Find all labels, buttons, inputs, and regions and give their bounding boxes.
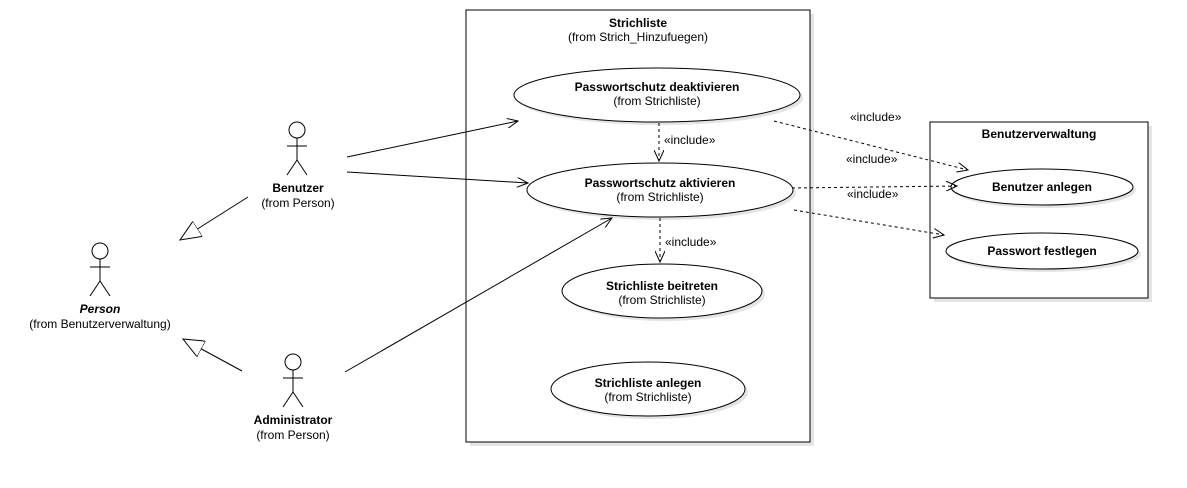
actor-administrator: Administrator (from Person)	[254, 353, 333, 442]
usecase-beitreten-name: Strichliste beitreten	[606, 279, 718, 293]
actor-person-name: Person	[80, 302, 121, 316]
usecase-deaktivieren-name: Passwortschutz deaktivieren	[575, 80, 740, 94]
usecase-passwortschutz-aktivieren: Passwortschutz aktivieren (from Strichli…	[526, 162, 796, 220]
actor-person-source: (from Benutzerverwaltung)	[29, 317, 170, 331]
actor-person: Person (from Benutzerverwaltung)	[29, 242, 171, 331]
strichliste-boundary-source: (from Strich_Hinzufuegen)	[568, 30, 708, 44]
usecase-anlegen-source: (from Strichliste)	[604, 390, 691, 404]
generalization-administrator-person	[183, 339, 243, 372]
include-label-deakt-benutzer: «include»	[850, 110, 902, 124]
usecase-anlegen-name: Strichliste anlegen	[595, 376, 702, 390]
actor-administrator-source: (from Person)	[256, 428, 329, 442]
actor-benutzer: Benutzer (from Person)	[261, 121, 335, 210]
include-label-aktiv-beitreten: «include»	[665, 235, 717, 249]
usecase-passwortschutz-deaktivieren: Passwortschutz deaktivieren (from Strich…	[513, 67, 803, 125]
benutzer-stick-figure-icon	[286, 121, 308, 176]
actor-benutzer-source: (from Person)	[261, 196, 334, 210]
usecase-strichliste-anlegen: Strichliste anlegen (from Strichliste)	[550, 361, 748, 419]
usecase-deaktivieren-source: (from Strichliste)	[613, 94, 700, 108]
association-benutzer-deaktivieren	[346, 121, 518, 158]
usecase-beitreten-source: (from Strichliste)	[618, 293, 705, 307]
benutzerverwaltung-boundary-title: Benutzerverwaltung	[982, 127, 1097, 141]
generalization-benutzer-person	[180, 196, 249, 240]
association-administrator-aktivieren	[344, 218, 612, 373]
usecase-aktivieren-name: Passwortschutz aktivieren	[585, 176, 736, 190]
usecase-passwort-festlegen: Passwort festlegen	[945, 232, 1141, 272]
usecase-aktivieren-source: (from Strichliste)	[616, 190, 703, 204]
association-benutzer-aktivieren	[346, 171, 528, 183]
include-label-aktiv-benutzer: «include»	[846, 152, 898, 166]
administrator-stick-figure-icon	[282, 353, 304, 408]
benutzerverwaltung-boundary: Benutzerverwaltung	[929, 121, 1152, 302]
usecase-benutzer-anlegen-name: Benutzer anlegen	[992, 180, 1092, 194]
strichliste-boundary-title: Strichliste	[609, 16, 667, 30]
usecase-strichliste-beitreten: Strichliste beitreten (from Strichliste)	[561, 263, 765, 321]
include-label-aktiv-passwort: «include»	[847, 187, 899, 201]
include-arrow-aktiv-passwort	[793, 209, 944, 235]
usecase-benutzer-anlegen: Benutzer anlegen	[950, 168, 1136, 208]
include-label-deakt-aktiv: «include»	[664, 133, 716, 147]
person-stick-figure-icon	[89, 242, 111, 297]
usecase-passwort-festlegen-name: Passwort festlegen	[987, 244, 1096, 258]
actor-benutzer-name: Benutzer	[272, 181, 324, 195]
actor-administrator-name: Administrator	[254, 413, 333, 427]
